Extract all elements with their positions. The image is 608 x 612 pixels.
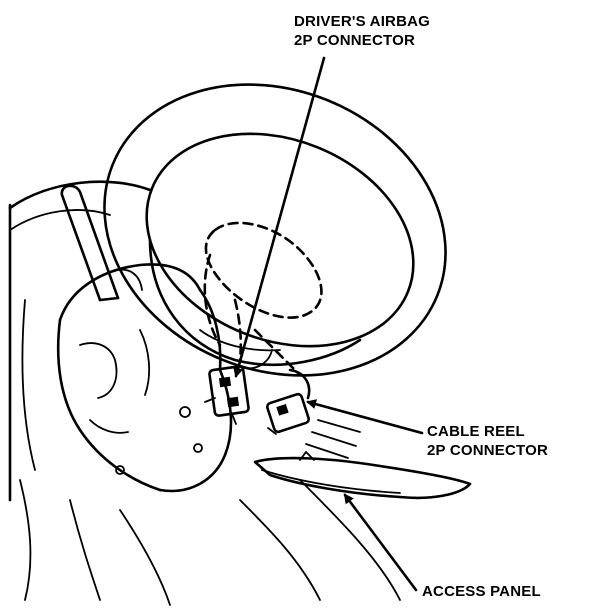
- access-panel-label-text: ACCESS PANEL: [422, 583, 541, 600]
- cable-reel-label-line2: 2P CONNECTOR: [427, 442, 549, 459]
- dashboard-outline: [8, 180, 401, 606]
- steering-wheel: [103, 83, 447, 377]
- motion-lines: [305, 419, 361, 459]
- airbag-module-outline: [203, 221, 323, 362]
- turn-signal-stalk: [60, 184, 143, 302]
- driver-airbag-leader: [233, 56, 326, 378]
- driver-airbag-label-line1: DRIVER'S AIRBAG: [294, 13, 431, 30]
- column-shroud: [56, 263, 233, 493]
- driver-airbag-label: DRIVER'S AIRBAG 2P CONNECTOR: [294, 12, 430, 50]
- access-panel-label: ACCESS PANEL: [422, 582, 541, 601]
- cable-reel-label: CABLE REEL 2P CONNECTOR: [427, 422, 548, 460]
- cable-reel-label-line1: CABLE REEL: [427, 423, 525, 440]
- driver-airbag-connector: [204, 365, 250, 425]
- access-panel: [253, 451, 472, 500]
- cable-reel-leader: [306, 399, 424, 435]
- driver-airbag-label-line2: 2P CONNECTOR: [294, 32, 416, 49]
- cable-reel-connector: [244, 328, 311, 435]
- access-panel-leader: [343, 493, 418, 592]
